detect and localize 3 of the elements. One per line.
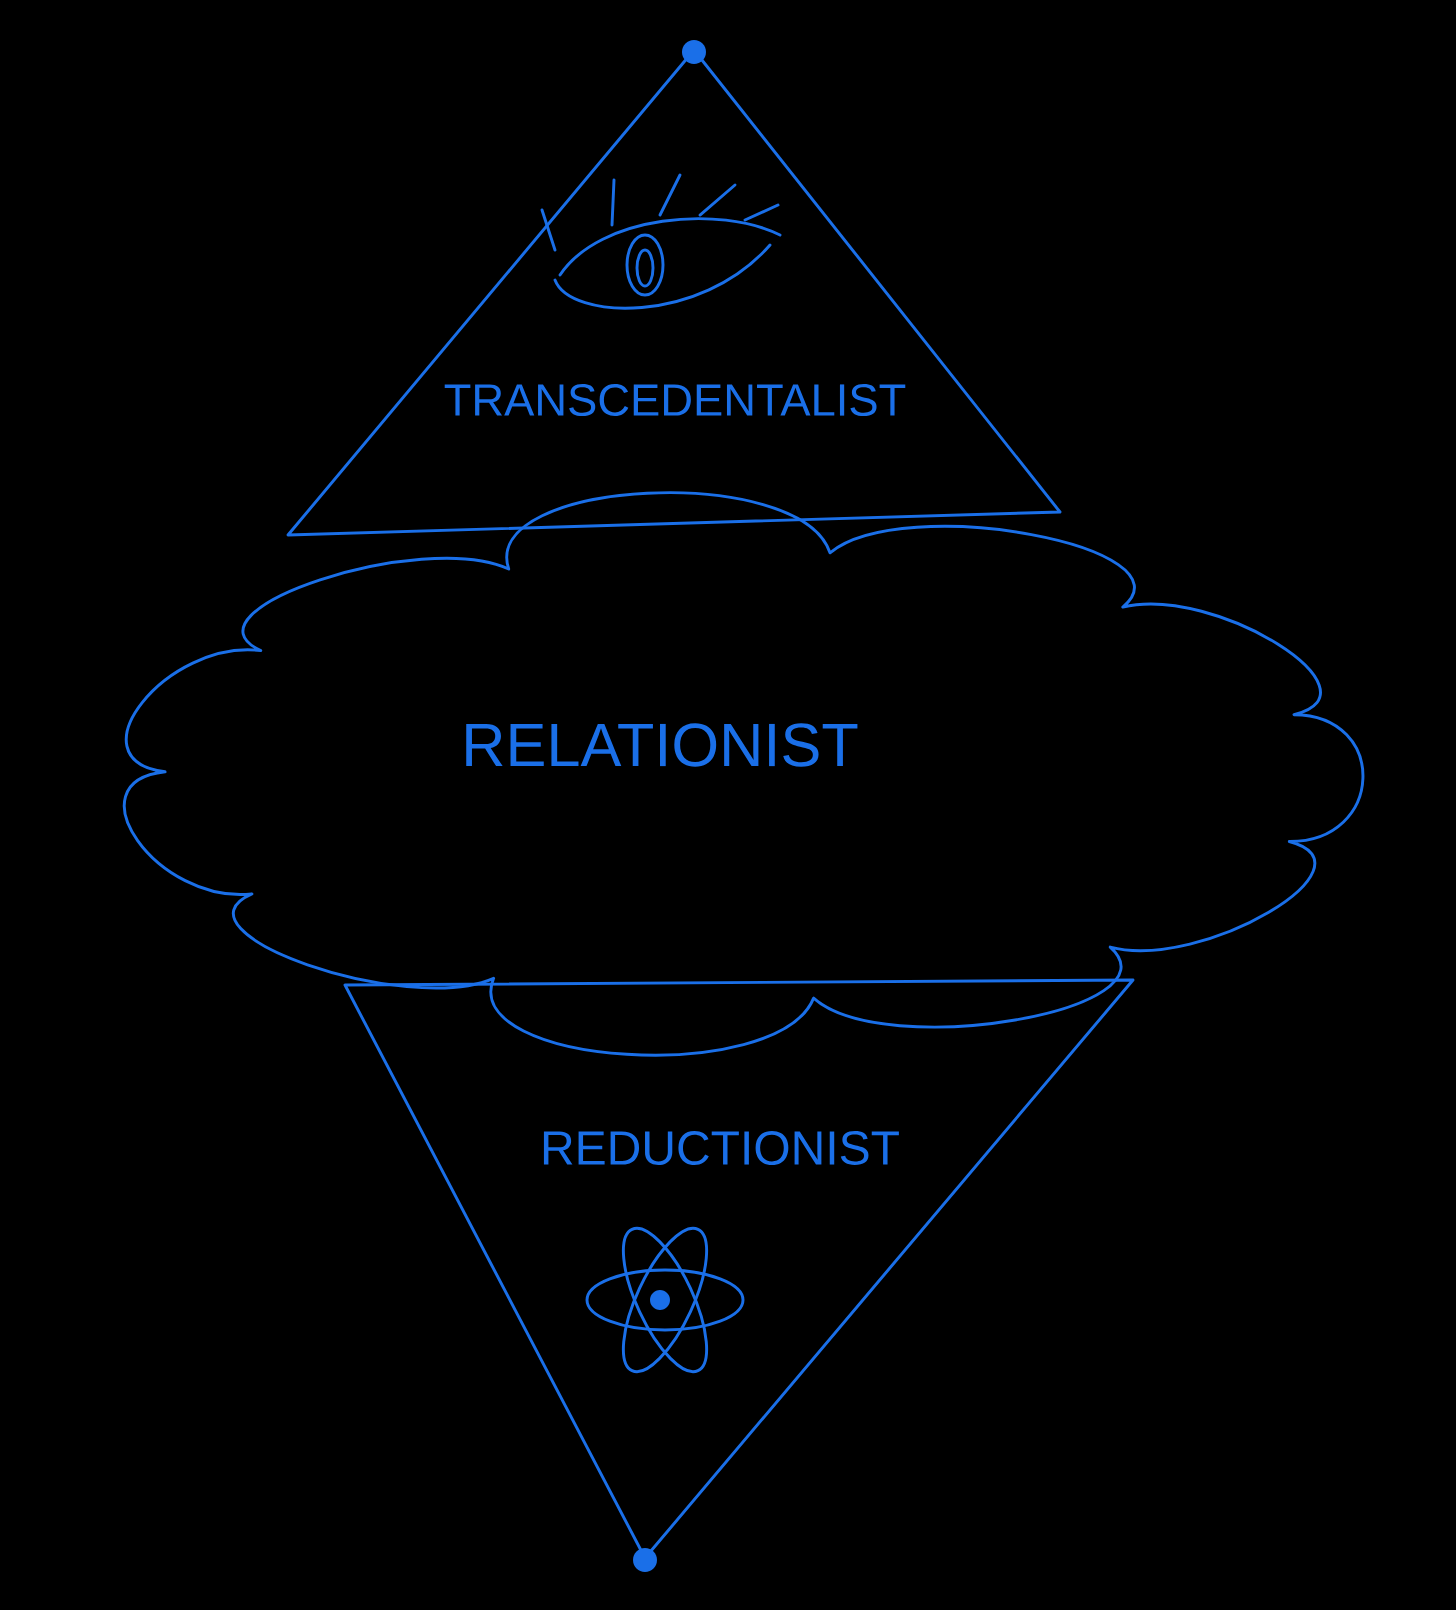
triangle: TRANSCEDENTALIST: [286, 40, 1062, 537]
cloud: RELATIONIST: [123, 491, 1365, 1057]
inverted-triangle: REDUCTIONIST: [343, 978, 1135, 1572]
